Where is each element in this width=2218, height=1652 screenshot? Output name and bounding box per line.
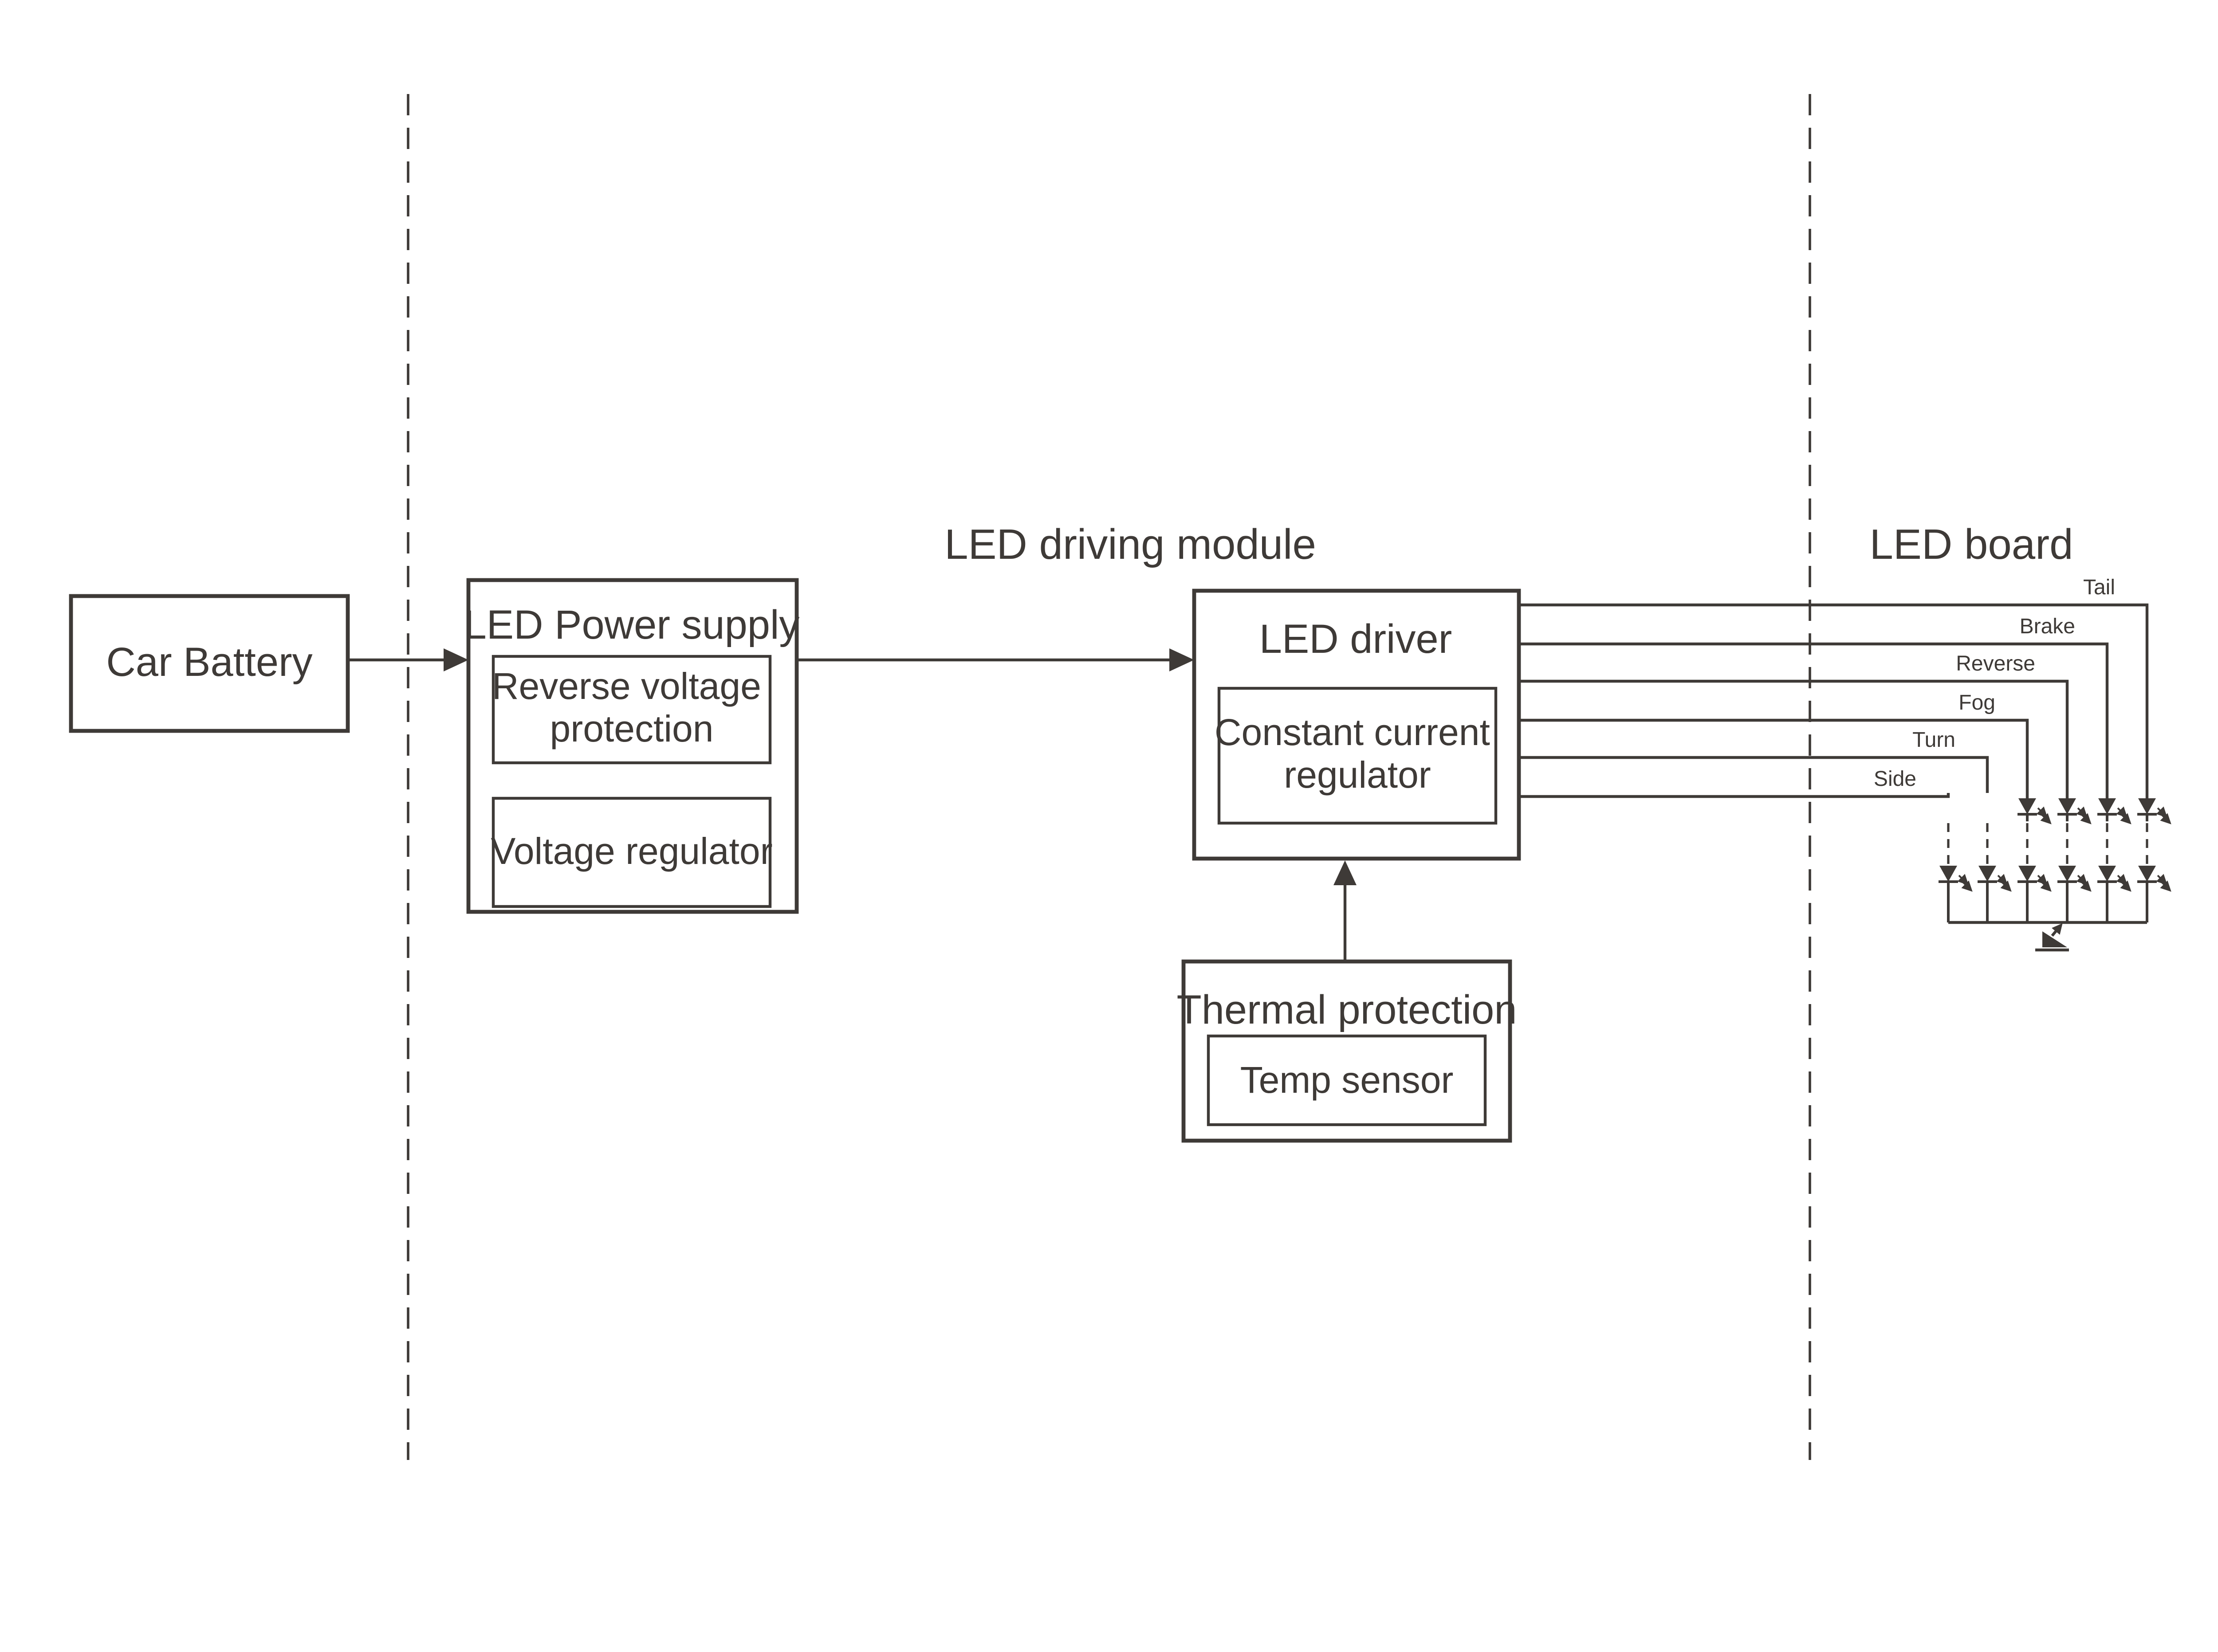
wire-output-3 [1519,718,2029,798]
voltage-regulator-box [492,797,772,908]
led-icon [1978,866,2012,892]
constant-current-regulator-box [1217,687,1498,825]
led-triangle [1939,866,1957,882]
led-emission-arrow-icon [2080,813,2092,824]
led-emission-arrow-icon [2160,813,2171,824]
arrowhead-right-icon [444,648,468,671]
arrow-thermal-to-driver [1333,860,1357,961]
led-driver-title: LED driver [1259,616,1452,662]
led-board-matrix [1939,798,2171,922]
led-driver-box [1192,589,1521,861]
led-triangle [2098,866,2116,882]
led-power-supply-title: LED Power supply [464,602,800,647]
wire-label-5: Side [1874,767,1916,791]
label-line: Reverse voltage [492,665,761,707]
node-led-power-supply: LED Power supply Reverse voltage protect… [464,578,800,914]
label-line: regulator [1284,754,1431,796]
led-icon [2017,798,2052,824]
arrowhead-right-icon [1169,648,1194,671]
wire-label-3: Fog [1958,691,1995,714]
car-battery-box [69,594,350,733]
node-led-driver: LED driver Constant current regulator [1192,589,1521,861]
led-triangle [2138,866,2156,882]
led-triangle [2058,798,2076,814]
up-right-arrow-icon [2051,923,2063,937]
car-battery-label: Car Battery [106,640,312,685]
wire-output-2 [1519,679,2069,798]
led-emission-arrow-icon [2040,880,2052,892]
wire-output-5 [1519,793,1950,798]
led-triangle [1978,866,1996,882]
led-triangle [2018,866,2036,882]
led-emission-arrow-icon [2000,880,2012,892]
led-triangle [2018,798,2036,814]
led-emission-arrow-icon [1961,880,1973,892]
label-line: protection [550,708,714,749]
led-icon [2097,866,2131,892]
wire-label-4: Turn [1912,728,1955,752]
led-emission-arrow-icon [2040,813,2052,824]
wire-output-4 [1519,756,1989,793]
led-triangle [2138,798,2156,814]
led-icon [2057,866,2092,892]
label-line: Constant current [1215,711,1490,753]
led-icon [2017,866,2052,892]
arrow-battery-to-power-supply [348,648,468,671]
reverse-voltage-protection-label: Reverse voltage protection [492,665,771,749]
wire-label-0: Tail [2083,576,2115,599]
section-label-driving-module: LED driving module [944,521,1316,568]
wire-output-1 [1519,642,2109,798]
led-emission-arrow-icon [2080,880,2092,892]
led-icon [2057,798,2092,824]
arrow-power-supply-to-driver [797,648,1194,671]
led-emission-arrow-icon [2160,880,2171,892]
led-triangle [2058,866,2076,882]
node-car-battery: Car Battery [69,594,350,733]
voltage-regulator-label: Voltage regulator [491,830,772,872]
wire-label-2: Reverse [1956,652,2035,675]
arrowhead-up-icon [1333,860,1357,885]
node-thermal-protection: Thermal protection Temp sensor [1177,959,1517,1143]
led-emission-arrow-icon [2120,813,2131,824]
wire-output-0 [1519,603,2149,798]
temp-sensor-box [1207,1034,1487,1126]
constant-current-regulator-label: Constant current regulator [1215,711,1500,796]
light-output-icon [2035,923,2069,952]
wedge-triangle [2042,931,2067,947]
led-icon [2137,798,2171,824]
temp-sensor-label: Temp sensor [1240,1059,1454,1101]
wire-label-1: Brake [2020,615,2075,638]
reverse-voltage-protection-box [492,655,772,765]
thermal-protection-box [1181,959,1512,1143]
led-icon [1939,866,1973,892]
led-icon [2097,798,2131,824]
led-triangle [2098,798,2116,814]
led-power-supply-box [466,578,799,914]
led-emission-arrow-icon [2120,880,2131,892]
led-icon [2137,866,2171,892]
section-label-led-board: LED board [1870,521,2073,568]
thermal-protection-title: Thermal protection [1177,987,1517,1032]
